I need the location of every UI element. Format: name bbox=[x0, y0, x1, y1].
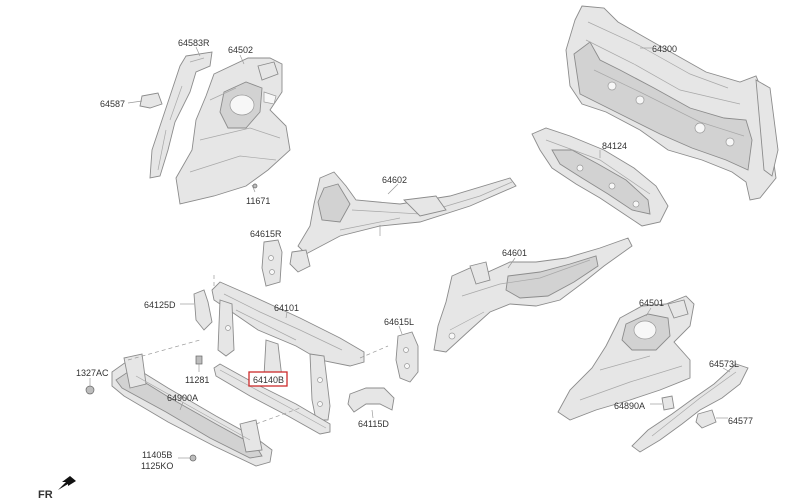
label-64573L: 64573L bbox=[709, 359, 739, 369]
part-64140B-shape bbox=[213, 363, 331, 435]
part-64300 bbox=[565, 5, 779, 201]
label-64101: 64101 bbox=[274, 303, 299, 313]
part-64615L bbox=[395, 331, 419, 383]
label-64300: 64300 bbox=[652, 44, 677, 54]
part-64602 bbox=[289, 171, 517, 273]
part-64587 bbox=[127, 92, 163, 109]
fastener-11281 bbox=[195, 355, 203, 372]
label-64577: 64577 bbox=[728, 416, 753, 426]
highlight-box bbox=[248, 371, 288, 387]
part-64125D bbox=[180, 289, 213, 331]
label-1125KO: 1125KO bbox=[141, 461, 173, 471]
label-64583R: 64583R bbox=[178, 38, 210, 48]
part-64101 bbox=[211, 281, 365, 421]
fastener-11405B bbox=[178, 454, 197, 462]
part-64577 bbox=[695, 409, 728, 429]
part-64573L bbox=[631, 363, 749, 453]
label-64900A: 64900A bbox=[167, 393, 198, 403]
fastener-11671 bbox=[252, 183, 258, 189]
fastener-1327AC bbox=[85, 378, 95, 395]
label-64615L: 64615L bbox=[384, 317, 414, 327]
part-64501 bbox=[557, 295, 695, 421]
fr-label: FR bbox=[38, 489, 53, 500]
label-11405B: 11405B bbox=[142, 450, 172, 460]
label-64502: 64502 bbox=[228, 45, 253, 55]
part-64601 bbox=[433, 237, 633, 353]
label-84124: 84124 bbox=[602, 141, 627, 151]
part-64583R bbox=[149, 51, 213, 179]
fr-arrow-icon bbox=[58, 476, 76, 490]
part-64890A bbox=[650, 395, 675, 411]
part-84124 bbox=[531, 127, 669, 227]
label-64140B: 64140B bbox=[253, 375, 284, 385]
label-11281: 11281 bbox=[185, 375, 209, 385]
label-64115D: 64115D bbox=[358, 419, 389, 429]
label-64587: 64587 bbox=[100, 99, 125, 109]
part-64502 bbox=[175, 57, 291, 205]
part-64115D bbox=[347, 387, 395, 413]
label-64601: 64601 bbox=[502, 248, 527, 258]
label-64615R: 64615R bbox=[250, 229, 282, 239]
part-64615R bbox=[261, 239, 283, 287]
part-64900A bbox=[111, 353, 273, 467]
label-64501: 64501 bbox=[639, 298, 664, 308]
label-64890A: 64890A bbox=[614, 401, 645, 411]
label-1327AC: 1327AC bbox=[76, 368, 109, 378]
front-direction-indicator: FR bbox=[38, 476, 76, 500]
highlight-64140B[interactable]: 64140B bbox=[248, 371, 288, 387]
label-11671: 11671 bbox=[246, 196, 270, 206]
label-64602: 64602 bbox=[382, 175, 407, 185]
label-64125D: 64125D bbox=[144, 300, 176, 310]
